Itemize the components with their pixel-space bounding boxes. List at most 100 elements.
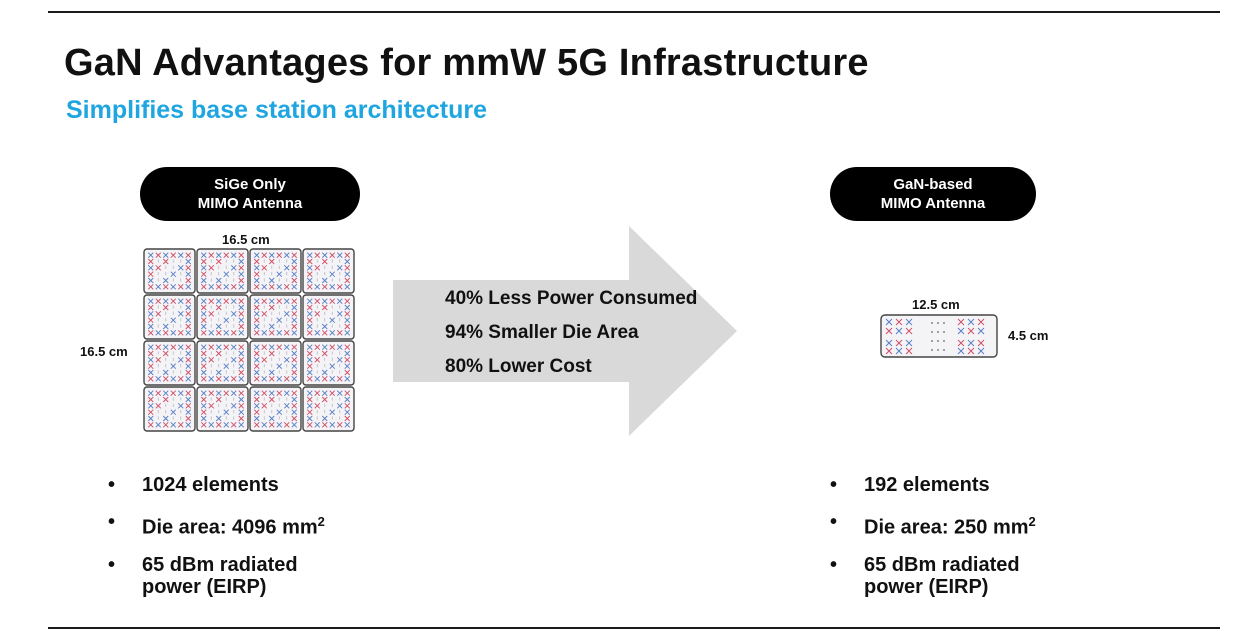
antenna-element: [155, 390, 162, 397]
antenna-element: [147, 271, 154, 278]
antenna-element: [155, 264, 162, 271]
antenna-element: [155, 310, 162, 317]
antenna-element: [291, 421, 298, 428]
antenna-element: [215, 415, 222, 422]
bullet-icon: •: [108, 474, 116, 496]
antenna-element: [268, 304, 275, 311]
antenna-element: [291, 396, 298, 403]
antenna-element: [185, 310, 192, 317]
antenna-element: [147, 329, 154, 336]
antenna-element: [238, 402, 245, 409]
antenna-element: [306, 323, 313, 330]
antenna-element: [344, 363, 351, 370]
antenna-element: [306, 375, 313, 382]
antenna-element: [253, 310, 260, 317]
antenna-element: [208, 264, 215, 271]
tile-border: [302, 294, 355, 340]
antenna-element: [162, 252, 169, 259]
antenna-element: [291, 323, 298, 330]
antenna-element: [253, 317, 260, 324]
gan-height-label: 4.5 cm: [1008, 328, 1049, 343]
antenna-element: [200, 271, 207, 278]
tile-border: [880, 314, 998, 358]
antenna-element: [329, 283, 336, 290]
benefit-cost: 80% Lower Cost: [445, 356, 592, 377]
antenna-element: [261, 402, 268, 409]
antenna-element: [291, 356, 298, 363]
antenna-element: [162, 369, 169, 376]
antenna-element: [177, 329, 184, 336]
antenna-element: [306, 350, 313, 357]
antenna-tile: [249, 340, 302, 386]
antenna-element: [321, 344, 328, 351]
antenna-element: [336, 252, 343, 259]
tile-border: [302, 340, 355, 386]
antenna-element: [253, 304, 260, 311]
antenna-element: [276, 271, 283, 278]
antenna-element: [885, 318, 893, 326]
ellipsis-dot: [931, 349, 933, 351]
bullet-icon: •: [108, 553, 116, 576]
tile-border: [143, 386, 196, 432]
antenna-tile: [196, 294, 249, 340]
antenna-element: [200, 415, 207, 422]
antenna-element: [329, 421, 336, 428]
antenna-element: [223, 252, 230, 259]
antenna-element: [314, 310, 321, 317]
antenna-element: [200, 356, 207, 363]
antenna-element: [238, 375, 245, 382]
antenna-element: [321, 421, 328, 428]
antenna-element: [977, 347, 985, 355]
antenna-element: [162, 375, 169, 382]
antenna-element: [177, 356, 184, 363]
antenna-element: [230, 252, 237, 259]
antenna-element: [230, 329, 237, 336]
antenna-element: [162, 396, 169, 403]
antenna-element: [253, 323, 260, 330]
antenna-element: [967, 339, 975, 347]
antenna-element: [336, 390, 343, 397]
antenna-element: [238, 329, 245, 336]
antenna-element: [329, 298, 336, 305]
antenna-element: [238, 390, 245, 397]
antenna-element: [276, 363, 283, 370]
antenna-element: [314, 375, 321, 382]
antenna-element: [185, 409, 192, 416]
antenna-element: [230, 298, 237, 305]
antenna-element: [200, 310, 207, 317]
antenna-element: [147, 283, 154, 290]
gan-width-label: 12.5 cm: [912, 297, 960, 312]
antenna-element: [283, 252, 290, 259]
antenna-element: [344, 252, 351, 259]
antenna-element: [162, 350, 169, 357]
antenna-element: [314, 298, 321, 305]
antenna-element: [177, 283, 184, 290]
antenna-element: [223, 421, 230, 428]
antenna-element: [321, 329, 328, 336]
antenna-element: [200, 277, 207, 284]
antenna-element: [200, 369, 207, 376]
list-item: •65 dBm radiated power (EIRP): [108, 553, 298, 598]
antenna-element: [208, 421, 215, 428]
antenna-element: [200, 264, 207, 271]
antenna-element: [314, 252, 321, 259]
antenna-element: [185, 258, 192, 265]
antenna-element: [215, 323, 222, 330]
antenna-element: [155, 344, 162, 351]
antenna-element: [344, 310, 351, 317]
sige-specs-list: •1024 elements •Die area: 4096 mm2 •65 d…: [108, 474, 428, 613]
antenna-element: [344, 396, 351, 403]
tile-border: [196, 386, 249, 432]
antenna-element: [185, 277, 192, 284]
antenna-element: [261, 375, 268, 382]
antenna-element: [957, 347, 965, 355]
antenna-element: [291, 298, 298, 305]
tile-border: [196, 248, 249, 294]
antenna-element: [147, 304, 154, 311]
antenna-element: [977, 339, 985, 347]
antenna-element: [283, 344, 290, 351]
antenna-element: [170, 421, 177, 428]
ellipsis-dot: [931, 340, 933, 342]
antenna-tile: [880, 314, 998, 358]
antenna-element: [291, 415, 298, 422]
